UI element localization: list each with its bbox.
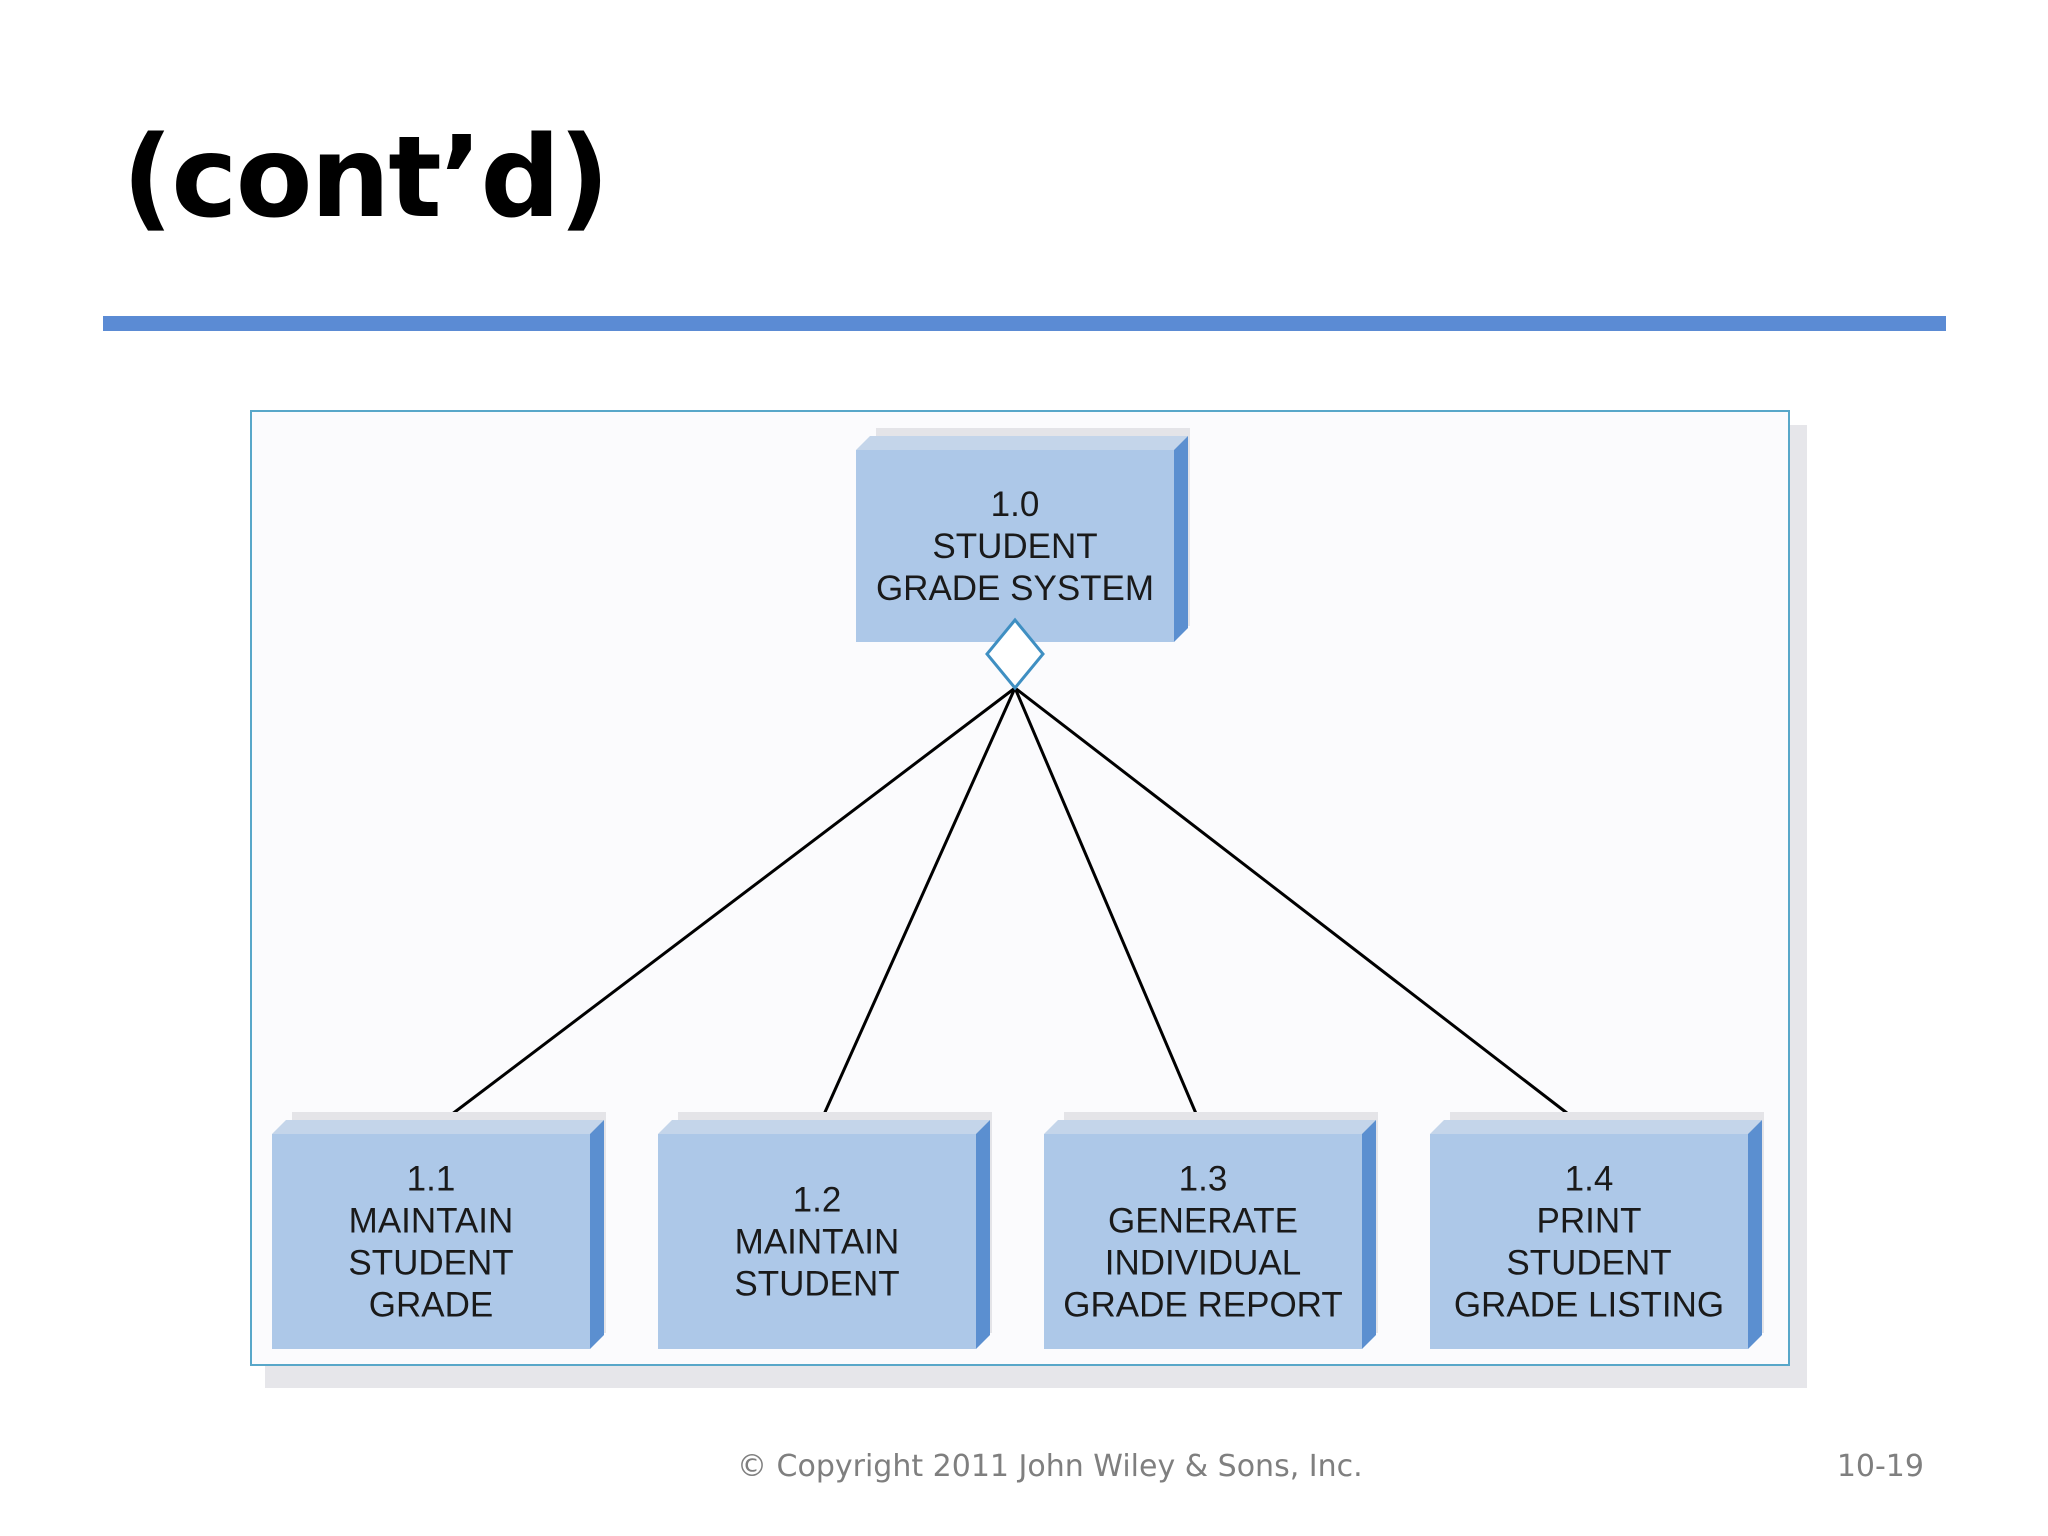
child-node-1-label-line: STUDENT [348,1244,513,1283]
root-node-label-line: GRADE SYSTEM [876,569,1154,608]
root-node-label-line: STUDENT [932,527,1097,566]
child-node-4-side-face [1748,1120,1762,1349]
child-node-1-label-line: GRADE [369,1286,493,1325]
root-node-front-face [856,450,1174,642]
child-node-1-label-line: MAINTAIN [349,1202,514,1241]
child-node-4-label-line: 1.4 [1565,1160,1614,1199]
child-node-1-label-line: 1.1 [407,1160,456,1199]
child-node-2-label-line: STUDENT [734,1265,899,1304]
child-node-2-side-face [976,1120,990,1349]
root-node-label-line: 1.0 [991,485,1040,524]
child-node-2-top-face [658,1120,990,1134]
diamond-icon [985,617,1045,691]
child-node-1-top-face [272,1120,604,1134]
child-node-1-side-face [590,1120,604,1349]
child-node-1-front-face [272,1134,590,1349]
child-node-2-label-line: MAINTAIN [735,1223,900,1262]
child-node-3-front-face [1044,1134,1362,1349]
child-node-4-label-line: GRADE LISTING [1454,1286,1724,1325]
child-node-4-label-line: STUDENT [1506,1244,1671,1283]
child-node-2-label-line: 1.2 [793,1181,842,1220]
edge-to-child-4 [1014,686,1591,1132]
footer-copyright: © Copyright 2011 John Wiley & Sons, Inc. [737,1449,1363,1484]
child-node-4-front-face [1430,1134,1748,1349]
page-number: 10-19 [1836,1449,1924,1484]
edge-to-child-2 [815,687,1017,1132]
root-node-top-face [856,436,1188,450]
slide-title: (cont’d) [122,113,610,243]
child-node-4-label-line: PRINT [1537,1202,1642,1241]
child-node-3-label-line: INDIVIDUAL [1105,1244,1301,1283]
child-node-3-label-line: 1.3 [1179,1160,1228,1199]
child-node-3-top-face [1044,1120,1376,1134]
child-node-3-label-line: GENERATE [1108,1202,1298,1241]
child-node-3-side-face [1362,1120,1376,1349]
child-node-2-front-face [658,1134,976,1349]
edge-to-child-3 [1013,687,1205,1132]
child-node-3-label-line: GRADE REPORT [1063,1286,1342,1325]
root-node-side-face [1174,436,1188,642]
edge-to-child-1 [429,686,1016,1132]
child-node-4-top-face [1430,1120,1762,1134]
title-divider [103,316,1946,331]
